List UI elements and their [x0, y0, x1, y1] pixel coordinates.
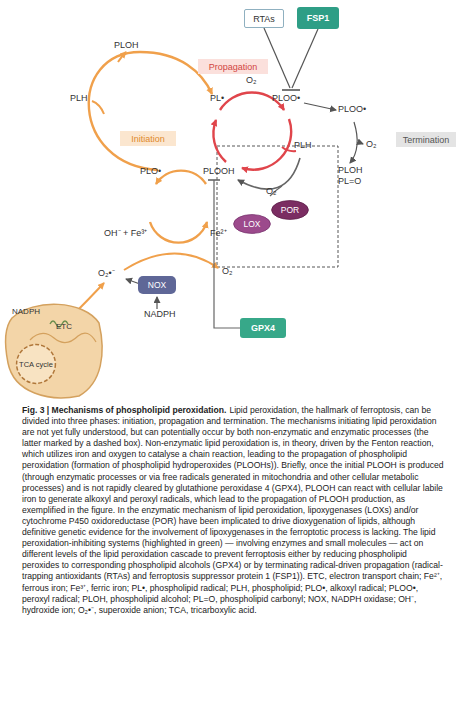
- node-text: POR: [281, 205, 299, 215]
- enzymatic-dashed-box: [217, 146, 338, 267]
- fenton-arc: [156, 171, 206, 184]
- chemical-label: PLOOH: [203, 166, 235, 177]
- chemical-label: PL=O: [338, 176, 361, 187]
- tca-cycle-circle: TCA cycle: [16, 344, 56, 384]
- node-text: Propagation: [209, 62, 258, 72]
- caption-body: Lipid peroxidation, the hallmark of ferr…: [22, 405, 444, 615]
- initiation-arc: [89, 52, 212, 170]
- superoxide-arc: [124, 253, 218, 270]
- plh-entry: [282, 147, 296, 151]
- node-text: NADPH: [12, 307, 40, 317]
- chemical-label: PL•: [210, 93, 224, 104]
- mitochondrion: NADPH ETC TCA cycle: [4, 298, 104, 400]
- phase-label-box: Propagation: [198, 59, 268, 74]
- node-text: NOX: [148, 280, 166, 290]
- fenton-arc: [150, 222, 207, 243]
- plh-entry: [92, 101, 104, 114]
- enzyme-ellipse-shape: [234, 215, 271, 234]
- termination-arrow: [304, 103, 336, 110]
- chemical-label: PLOH: [114, 40, 139, 51]
- node-text: Termination: [403, 135, 450, 145]
- figure-caption: Fig. 3 | Mechanisms of phospholipid pero…: [22, 405, 446, 616]
- propagation-arc: [242, 119, 291, 170]
- inhibitor-box: RTAs: [244, 9, 284, 28]
- gpx4-line: [214, 180, 240, 328]
- enzymatic-arc: [238, 158, 300, 189]
- chemical-label: PLH: [70, 93, 88, 104]
- caption-title: Fig. 3 | Mechanisms of phospholipid pero…: [22, 405, 226, 415]
- gpx4-bar: [208, 179, 220, 181]
- node-text: GPX4: [251, 323, 275, 333]
- chemical-label: NADPH: [144, 309, 176, 320]
- chemical-label: PLOH: [338, 165, 363, 176]
- phase-label-box: Initiation: [120, 131, 176, 146]
- node-text: LOX: [243, 219, 260, 229]
- chemical-label: PLOO•: [272, 93, 300, 104]
- chemical-label: O₂: [222, 266, 233, 277]
- chemical-label: O₂: [366, 139, 377, 150]
- enzyme-ellipse: POR: [271, 200, 309, 220]
- node-text: TCA cycle: [19, 360, 53, 369]
- inhibition-line: [264, 28, 290, 88]
- termination-arrow: [350, 122, 357, 163]
- inhibition-bar: [282, 89, 300, 91]
- chemical-label: O₂: [246, 75, 257, 86]
- chemical-label: PLOO•: [338, 104, 366, 115]
- inhibitor-box: FSP1: [297, 7, 339, 29]
- ploh-exit: [118, 52, 126, 62]
- chemical-label: Fe²⁺: [210, 228, 227, 239]
- enzyme-ellipse: LOX: [233, 214, 271, 234]
- phase-label-box: Termination: [396, 132, 456, 147]
- node-text: Initiation: [131, 134, 165, 144]
- nadph-arrow: [156, 297, 157, 309]
- oxygen-release: [358, 142, 363, 144]
- chemical-label: OH⁻ + Fe³⁺: [104, 228, 147, 239]
- mitochondrion-shape: [5, 304, 102, 397]
- chemical-label: O₂•⁻: [98, 268, 115, 279]
- enzyme-ellipse-shape: [272, 201, 309, 220]
- mitochondrion-crista: [30, 333, 96, 342]
- inhibition-line: [292, 29, 318, 88]
- chemical-label: PLH: [294, 140, 312, 151]
- node-text: ETC: [56, 322, 72, 332]
- propagation-arc: [213, 120, 226, 162]
- chemical-label: PLO•: [140, 166, 161, 177]
- enzyme-box: NOX: [138, 276, 176, 294]
- node-text: FSP1: [307, 13, 330, 23]
- node-text: RTAs: [253, 14, 275, 24]
- inhibitor-box: GPX4: [240, 318, 286, 338]
- chemical-label: O₂: [266, 186, 277, 197]
- tca-cycle-circle-shape: [17, 345, 56, 384]
